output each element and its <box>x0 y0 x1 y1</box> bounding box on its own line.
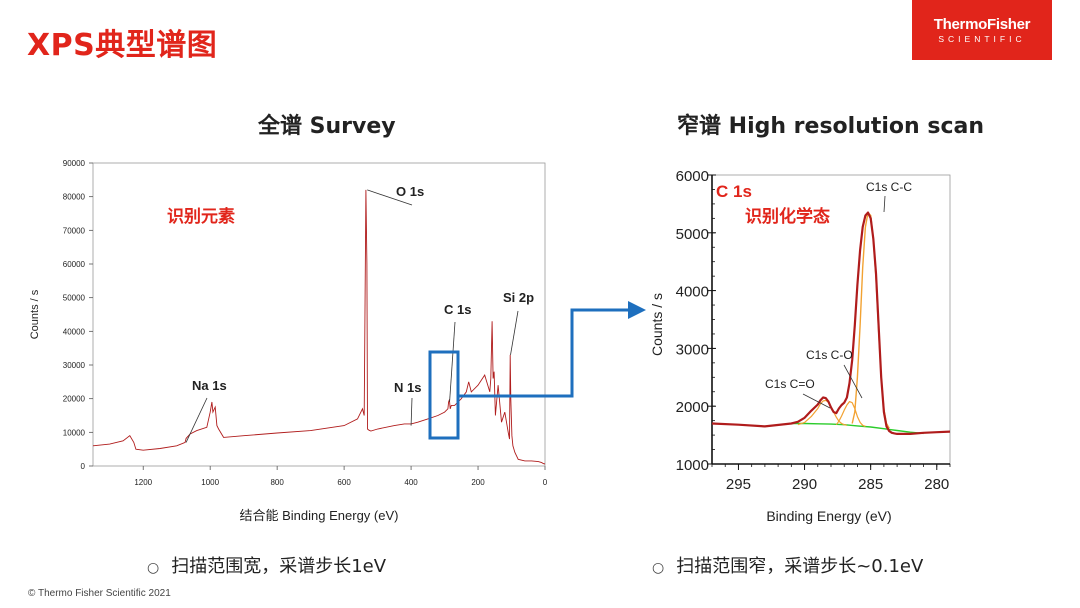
survey-peak-leader <box>510 310 519 355</box>
hires-x-tick-label: 280 <box>924 476 949 493</box>
logo-wordmark: ThermoFisher <box>933 16 1031 33</box>
survey-x-tick-label: 0 <box>543 478 548 487</box>
survey-peak-leader <box>367 189 413 206</box>
hires-bullet-text: 扫描范围窄，采谱步长~0.1eV <box>676 556 924 577</box>
hires-component-label: C1s C-O <box>806 348 853 362</box>
hires-component-leader <box>843 364 863 399</box>
survey-y-tick-label: 70000 <box>63 226 86 235</box>
thermo-fisher-logo: ThermoFisher SCIENTIFIC <box>912 0 1052 60</box>
logo-subtitle: SCIENTIFIC <box>938 34 1026 44</box>
hires-x-tick-label: 285 <box>858 476 883 493</box>
survey-x-tick-label: 1200 <box>134 478 152 487</box>
hires-component-leader <box>883 195 886 213</box>
hires-bullet: ○ 扫描范围窄，采谱步长~0.1eV <box>652 552 923 578</box>
survey-x-tick-label: 1000 <box>201 478 219 487</box>
survey-peak-label: N 1s <box>394 380 421 395</box>
survey-peak-leader <box>185 397 208 443</box>
survey-bullet-text: 扫描范围宽，采谱步长1eV <box>171 556 387 577</box>
survey-y-tick-label: 60000 <box>63 260 86 269</box>
hires-component-label: C1s C=O <box>765 377 815 391</box>
copyright-text: © Thermo Fisher Scientific 2021 <box>28 588 171 599</box>
hires-x-tick-label: 295 <box>726 476 751 493</box>
hires-fit-component-co <box>835 401 866 427</box>
hires-y-tick-label: 3000 <box>676 341 709 358</box>
hires-component-leader <box>802 393 831 409</box>
survey-x-tick-label: 200 <box>471 478 485 487</box>
bullet-circle-icon: ○ <box>147 560 160 576</box>
hires-x-axis-label: Binding Energy (eV) <box>766 508 891 524</box>
survey-peak-label: C 1s <box>444 302 471 317</box>
hires-chart: 1000 2000 3000 4000 5000 6000 295 290 285 280Bind… <box>649 168 951 524</box>
survey-chart: 0100002000030000400005000060000700008000… <box>29 159 548 523</box>
hires-y-tick-label: 4000 <box>676 284 709 301</box>
hires-panel-title: 窄谱 High resolution scan <box>677 114 985 139</box>
bullet-circle-icon: ○ <box>652 560 665 576</box>
survey-y-axis-label: Counts / s <box>29 289 41 339</box>
survey-peak-leader <box>410 397 413 426</box>
survey-peak-label: O 1s <box>396 184 424 199</box>
survey-annotation: 识别元素 <box>167 207 235 227</box>
hires-y-tick-label: 5000 <box>676 226 709 243</box>
survey-y-tick-label: 20000 <box>63 395 86 404</box>
survey-peak-leader <box>449 321 456 403</box>
survey-y-tick-label: 0 <box>81 462 86 471</box>
survey-spectrum-line <box>92 189 546 465</box>
hires-y-axis-label: Counts / s <box>649 293 665 356</box>
slide-title: XPS典型谱图 <box>27 28 218 63</box>
survey-x-tick-label: 600 <box>337 478 351 487</box>
survey-y-tick-label: 10000 <box>63 428 86 437</box>
survey-plot-frame <box>92 162 546 467</box>
survey-peak-label: Si 2p <box>503 290 534 305</box>
hires-annotation: 识别化学态 <box>745 206 830 227</box>
hires-x-tick-label: 290 <box>792 476 817 493</box>
survey-y-tick-label: 50000 <box>63 294 86 303</box>
survey-y-tick-label: 90000 <box>63 159 86 168</box>
survey-peak-label: Na 1s <box>192 378 227 393</box>
hires-y-tick-label: 1000 <box>676 457 709 474</box>
hires-component-label: C1s C-C <box>866 180 912 194</box>
zoom-callout <box>428 301 646 440</box>
survey-y-tick-label: 40000 <box>63 327 86 336</box>
zoom-arrow-line <box>458 308 630 398</box>
hires-y-tick-label: 2000 <box>676 399 709 416</box>
zoom-selection-box <box>428 350 460 440</box>
survey-x-tick-label: 400 <box>404 478 418 487</box>
zoom-arrow-head-icon <box>628 301 646 319</box>
survey-x-axis-label: 结合能 Binding Energy (eV) <box>240 508 399 523</box>
hires-background-line <box>791 422 924 435</box>
survey-x-tick-label: 800 <box>270 478 284 487</box>
survey-y-tick-label: 80000 <box>63 193 86 202</box>
survey-bullet: ○ 扫描范围宽，采谱步长1eV <box>147 552 386 578</box>
hires-measured-spectrum <box>711 211 951 435</box>
survey-y-tick-label: 30000 <box>63 361 86 370</box>
hires-y-tick-label: 6000 <box>676 168 709 185</box>
survey-panel-title: 全谱 Survey <box>258 114 396 139</box>
hires-element-label: C 1s <box>716 182 752 201</box>
